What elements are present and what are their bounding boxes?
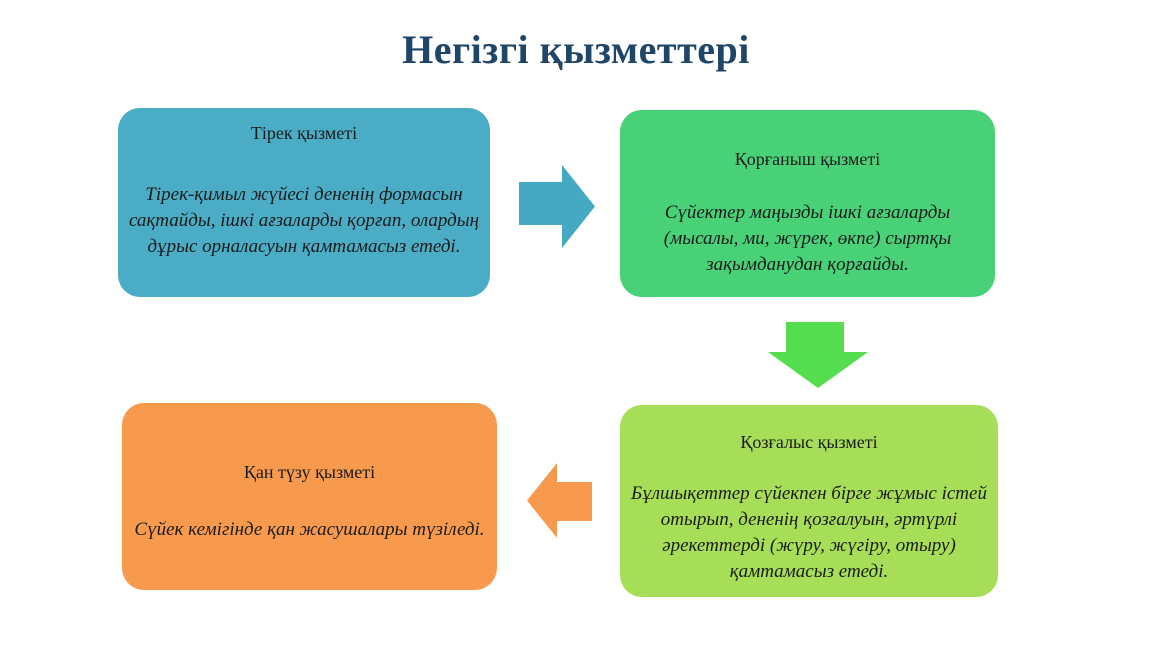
card-body: Тірек-қимыл жүйесі дененің формасын сақт… xyxy=(128,184,480,257)
card-hematopoiesis-function: Қан түзу қызметі Сүйек кемігінде қан жас… xyxy=(122,403,497,590)
card-body: Сүйек кемігінде қан жасушалары түзіледі. xyxy=(134,519,485,540)
card-title: Тірек қызметі xyxy=(250,123,358,143)
card-title: Қозғалыс қызметі xyxy=(740,432,878,452)
left-arrow-icon xyxy=(527,463,592,538)
card-body: Бұлшықеттер сүйекпен бірге жұмыс істей о… xyxy=(631,483,987,582)
card-support-function: Тірек қызметі Тірек-қимыл жүйесі дененің… xyxy=(118,108,490,297)
down-arrow-icon xyxy=(768,322,868,388)
card-protection-function: Қорғаныш қызметі Сүйектер маңызды ішкі а… xyxy=(620,110,995,297)
card-title: Қорғаныш қызметі xyxy=(734,149,881,169)
card-title: Қан түзу қызметі xyxy=(243,462,376,482)
right-arrow-icon xyxy=(519,165,595,248)
card-body: Сүйектер маңызды ішкі ағзаларды (мысалы,… xyxy=(663,202,952,275)
slide-title: Негізгі қызметтері xyxy=(402,27,750,72)
card-movement-function: Қозғалыс қызметі Бұлшықеттер сүйекпен бі… xyxy=(620,405,998,597)
